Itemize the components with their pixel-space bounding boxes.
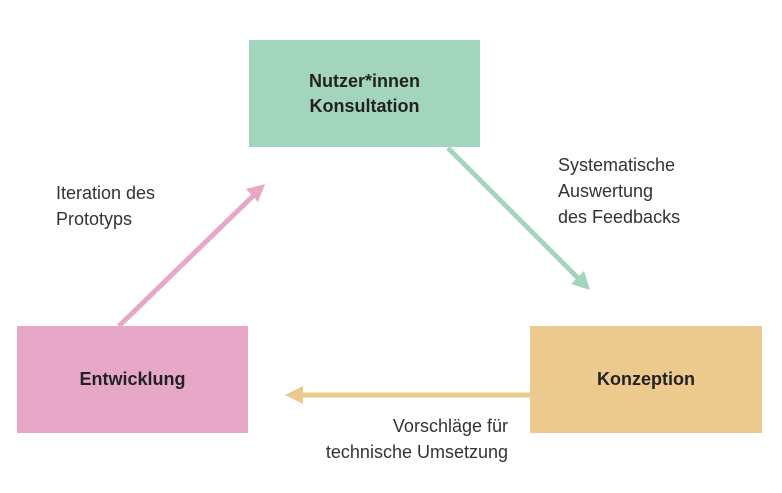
edge-label-iteration: Iteration des Prototyps xyxy=(56,183,156,229)
arrow-right-to-left xyxy=(285,386,530,404)
arrow-left-to-top xyxy=(117,184,265,328)
edge-label-auswertung: Systematische Auswertung des Feedbacks xyxy=(558,155,681,227)
node-nutzer-konsultation: Nutzer*innen Konsultation xyxy=(249,40,480,147)
node-konzeption: Konzeption xyxy=(530,326,762,433)
node-entwicklung: Entwicklung xyxy=(17,326,248,433)
node-label: Nutzer*innen Konsultation xyxy=(308,70,420,116)
arrow-top-to-right xyxy=(446,146,590,290)
node-label: Entwicklung xyxy=(79,369,186,389)
edge-label-vorschlaege: Vorschläge für technische Umsetzung xyxy=(325,416,508,462)
node-label: Konzeption xyxy=(597,369,695,389)
